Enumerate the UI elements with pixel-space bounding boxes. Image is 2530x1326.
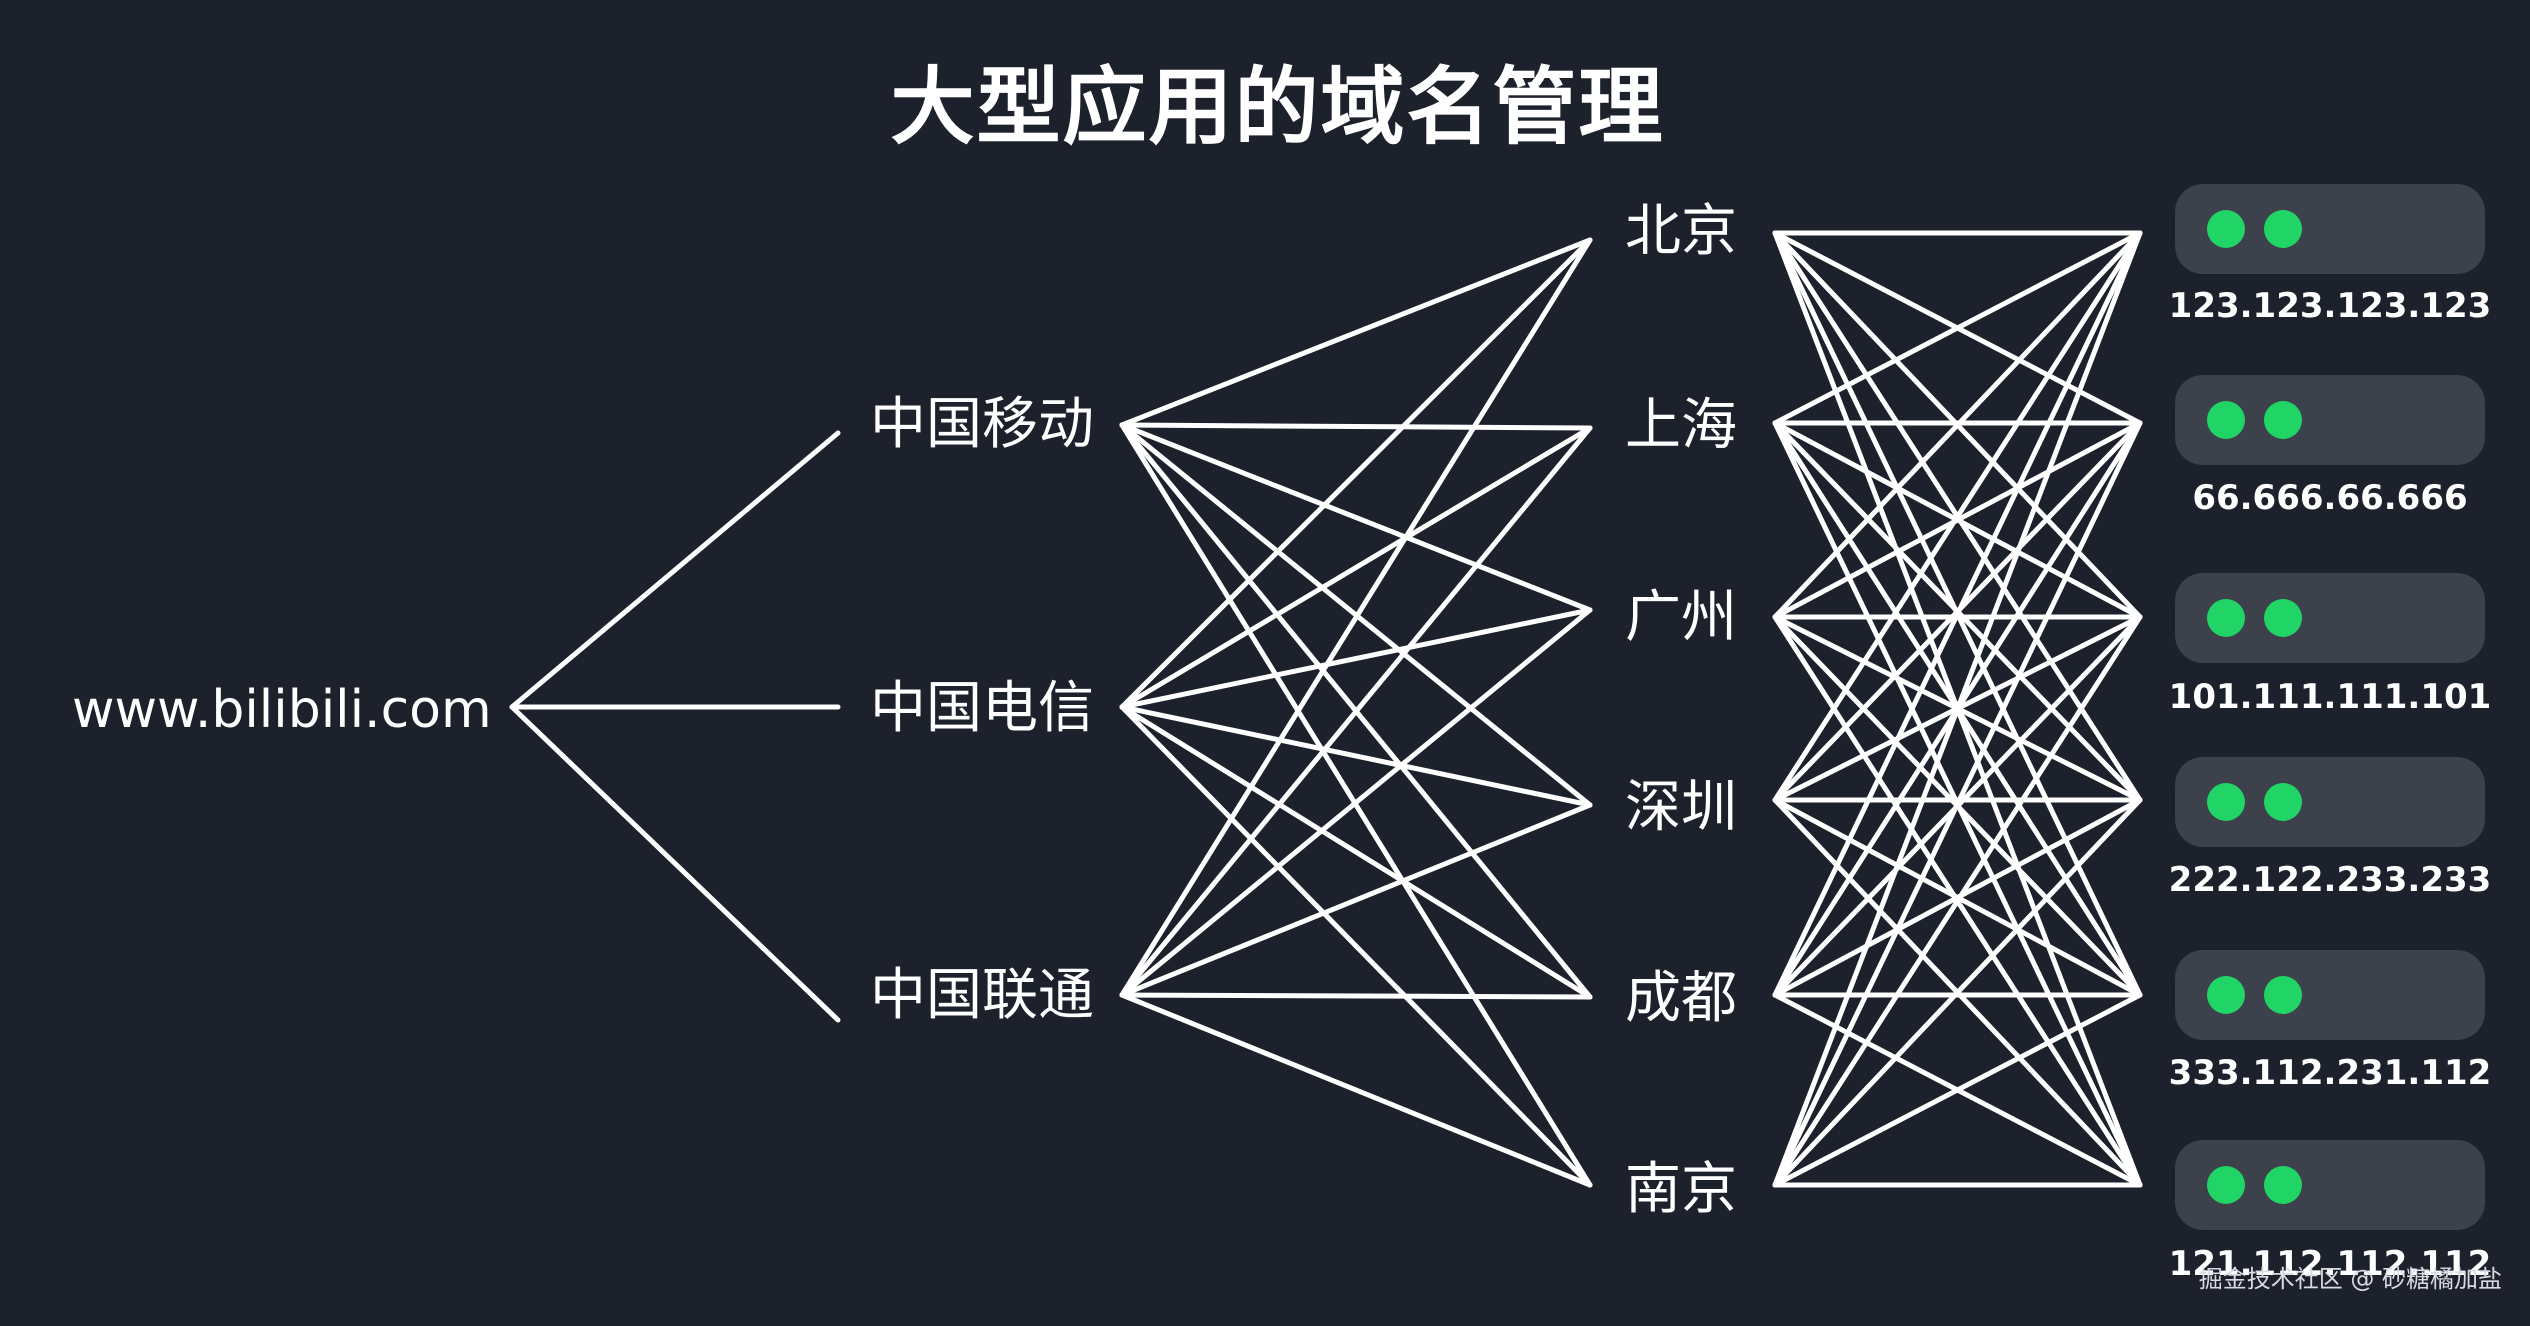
watermark: 掘金技术社区 @ 砂糖橘加盐 bbox=[2198, 1265, 2502, 1293]
server-box bbox=[2175, 757, 2485, 847]
isp-city-line bbox=[1119, 422, 1593, 431]
domain-isp-line bbox=[509, 704, 841, 1023]
city-server-line bbox=[1772, 230, 2143, 1188]
status-light-icon bbox=[2207, 401, 2245, 439]
status-light-icon bbox=[2207, 783, 2245, 821]
status-light-icon bbox=[2264, 401, 2302, 439]
isp-city-line bbox=[1119, 992, 1593, 1000]
isp-label-mobile: 中国移动 bbox=[870, 392, 1094, 457]
city-server-line bbox=[1772, 230, 2143, 426]
status-light-icon bbox=[2207, 599, 2245, 637]
city-server-line bbox=[1772, 614, 2143, 1188]
isp-label-telecom: 中国电信 bbox=[870, 676, 1094, 741]
status-light-icon bbox=[2264, 976, 2302, 1014]
isp-city-line bbox=[1119, 704, 1593, 1000]
isp-city-line bbox=[1119, 802, 1593, 998]
isp-label-unicom: 中国联通 bbox=[870, 963, 1094, 1028]
isp-city-line bbox=[1119, 425, 1593, 998]
status-light-icon bbox=[2207, 976, 2245, 1014]
isp-city-line bbox=[1119, 704, 1593, 1188]
server-ip-label: 222.122.233.233 bbox=[2168, 860, 2492, 900]
server-box bbox=[2175, 1140, 2485, 1230]
city-server-line bbox=[1772, 230, 2143, 620]
city-label-shanghai: 上海 bbox=[1625, 393, 1737, 458]
isp-city-line bbox=[1119, 607, 1593, 710]
city-label-shenzhen: 深圳 bbox=[1625, 775, 1737, 840]
status-light-icon bbox=[2207, 1166, 2245, 1204]
page-title: 大型应用的域名管理 bbox=[890, 58, 1665, 156]
city-server-line bbox=[1772, 797, 2143, 1188]
server-box bbox=[2175, 375, 2485, 465]
isp-city-line bbox=[1119, 425, 1593, 710]
isp-city-line bbox=[1119, 422, 1593, 613]
status-light-icon bbox=[2264, 599, 2302, 637]
server-ip-label: 333.112.231.112 bbox=[2168, 1053, 2492, 1093]
server-ip-label: 121.112.112.112 bbox=[2168, 1244, 2492, 1284]
isp-city-line bbox=[1119, 607, 1593, 998]
city-server-line bbox=[1772, 420, 2143, 1188]
city-server-line bbox=[1772, 992, 2143, 1188]
server-ip-label: 101.111.111.101 bbox=[2168, 677, 2492, 717]
city-label-chengdu: 成都 bbox=[1625, 966, 1737, 1031]
server-box bbox=[2175, 573, 2485, 663]
status-light-icon bbox=[2264, 1166, 2302, 1204]
server-ip-label: 123.123.123.123 bbox=[2168, 286, 2492, 326]
city-label-nanjing: 南京 bbox=[1625, 1157, 1737, 1222]
server-box bbox=[2175, 950, 2485, 1040]
city-server-line bbox=[1772, 230, 2143, 998]
status-light-icon bbox=[2264, 210, 2302, 248]
server-ip-label: 66.666.66.666 bbox=[2192, 478, 2468, 518]
status-light-icon bbox=[2264, 783, 2302, 821]
city-server-line bbox=[1772, 230, 2143, 803]
city-label-beijing: 北京 bbox=[1625, 199, 1737, 264]
domain-isp-line bbox=[509, 430, 841, 710]
server-box bbox=[2175, 184, 2485, 274]
isp-city-line bbox=[1119, 992, 1593, 1188]
city-label-guangzhou: 广州 bbox=[1625, 585, 1737, 650]
isp-city-line bbox=[1119, 237, 1593, 998]
isp-city-line bbox=[1119, 237, 1593, 428]
status-light-icon bbox=[2207, 210, 2245, 248]
domain-label: www.bilibili.com bbox=[72, 680, 492, 740]
isp-city-line bbox=[1119, 704, 1593, 808]
isp-city-line bbox=[1119, 237, 1593, 710]
